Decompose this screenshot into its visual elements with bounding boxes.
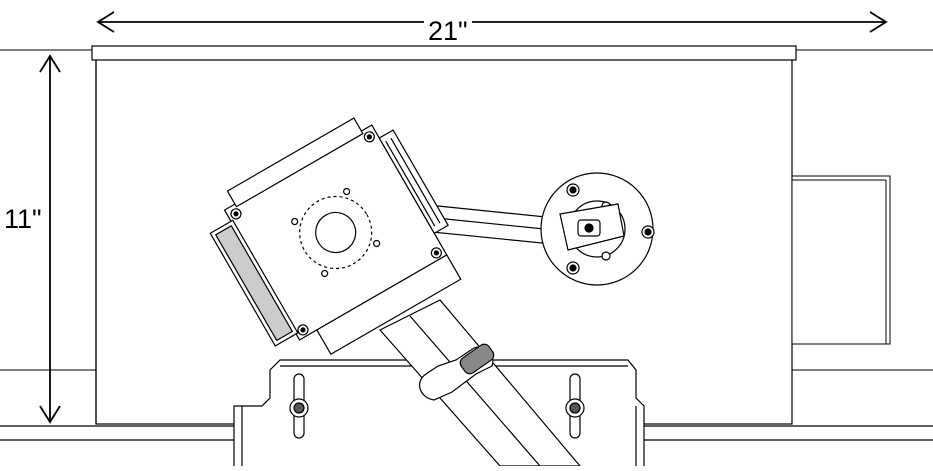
side-box [791,175,891,345]
height-dimension-arrow [39,54,61,424]
counter-ledge [0,425,933,441]
adjustment-knob [418,343,495,401]
width-dimension-label: 21" [424,18,472,45]
wall-plate [540,172,655,286]
wall-lines [0,49,933,371]
width-dimension-arrow [96,11,888,33]
projector-head [209,117,462,356]
height-dimension-label: 11" [2,204,44,234]
